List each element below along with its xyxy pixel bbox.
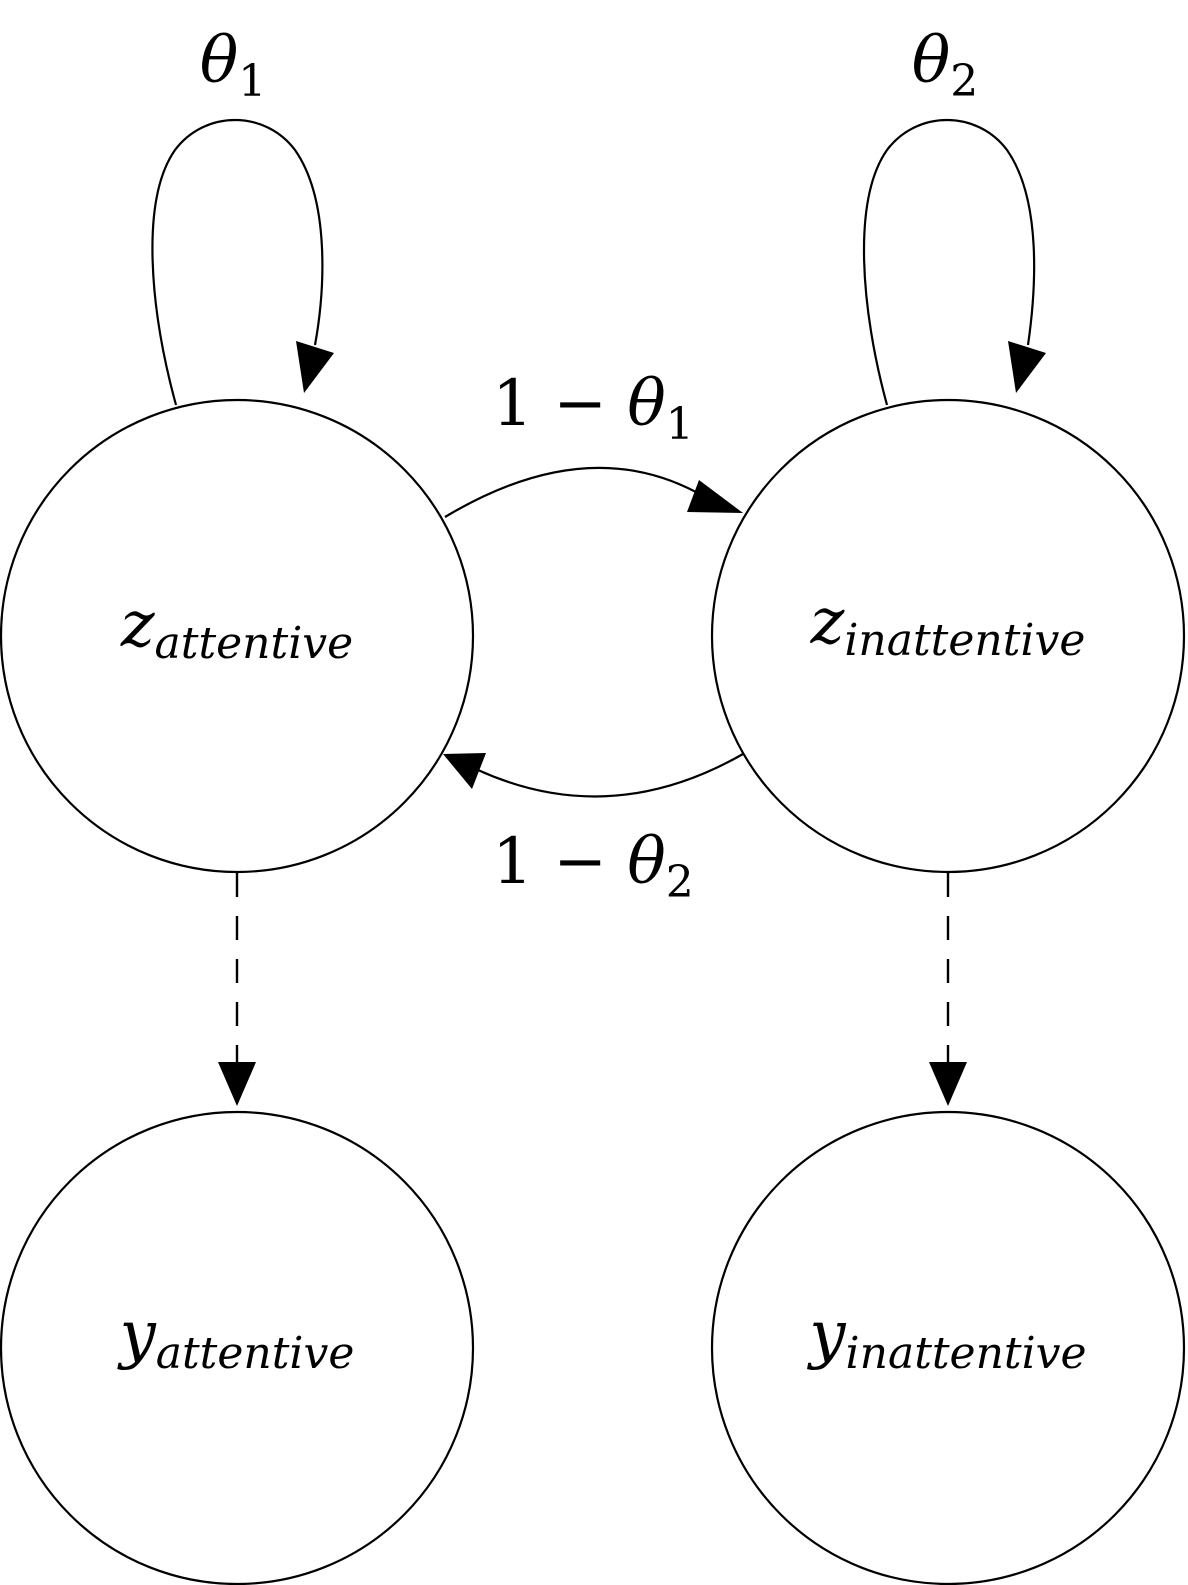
node-z-inattentive-circle xyxy=(710,398,1186,874)
label-self-loop-attentive-subscript: 1 xyxy=(238,56,266,107)
self-loop-inattentive-arrowhead xyxy=(1008,341,1046,393)
emission-inattentive-arrowhead xyxy=(929,1062,967,1106)
label-attentive-to-inattentive-subscript: 1 xyxy=(666,399,694,450)
self-loop-inattentive xyxy=(862,119,1046,406)
node-y-attentive-label: yattentive xyxy=(117,1298,355,1379)
node-z-attentive-label: zattentive xyxy=(120,588,353,669)
node-z-inattentive-subscript: inattentive xyxy=(844,615,1085,666)
label-self-loop-inattentive-subscript: 2 xyxy=(950,56,978,107)
label-self-loop-inattentive: θ2 xyxy=(912,24,979,107)
node-y-inattentive-circle xyxy=(710,1110,1186,1585)
node-y-inattentive-label: yinattentive xyxy=(806,1298,1086,1379)
edge-inattentive-to-attentive-curve xyxy=(477,753,744,798)
node-y-attentive-subscript: attentive xyxy=(156,1328,355,1379)
label-self-loop-attentive-symbol: θ xyxy=(200,24,239,98)
node-y-attentive-symbol: y xyxy=(117,1298,157,1372)
edge-inattentive-to-attentive xyxy=(443,753,744,798)
node-z-attentive-subscript: attentive xyxy=(155,618,354,669)
label-attentive-to-inattentive: 1 − θ1 xyxy=(492,367,694,450)
node-z-attentive-symbol: z xyxy=(120,588,156,662)
self-loop-inattentive-curve xyxy=(862,119,1036,406)
node-y-attentive: yattentive xyxy=(0,1110,475,1585)
edge-attentive-to-inattentive-curve xyxy=(444,466,706,518)
label-self-loop-inattentive-symbol: θ xyxy=(912,24,951,98)
node-y-attentive-circle xyxy=(0,1110,475,1585)
self-loop-attentive-curve xyxy=(151,119,324,406)
node-y-inattentive-subscript: inattentive xyxy=(846,1328,1087,1379)
label-inattentive-to-attentive-subscript: 2 xyxy=(666,857,694,908)
node-y-inattentive-symbol: y xyxy=(806,1298,846,1372)
emission-attentive-arrowhead xyxy=(218,1062,256,1106)
edge-attentive-to-inattentive-arrowhead xyxy=(687,480,743,513)
label-inattentive-to-attentive-symbol: θ xyxy=(627,825,666,899)
label-attentive-to-inattentive-symbol: θ xyxy=(627,367,666,441)
emission-inattentive xyxy=(929,873,967,1106)
self-loop-attentive xyxy=(151,119,334,406)
node-z-inattentive-symbol: z xyxy=(810,585,846,659)
node-z-attentive-circle xyxy=(0,398,475,874)
edge-inattentive-to-attentive-arrowhead xyxy=(443,753,486,789)
node-z-inattentive-label: zinattentive xyxy=(810,585,1086,666)
node-y-inattentive: yinattentive xyxy=(710,1110,1186,1585)
edge-attentive-to-inattentive xyxy=(444,466,743,518)
label-attentive-to-inattentive-prefix: 1 − xyxy=(492,367,627,441)
self-loop-attentive-arrowhead xyxy=(296,341,334,393)
emission-attentive xyxy=(218,873,256,1106)
label-inattentive-to-attentive-prefix: 1 − xyxy=(492,825,627,899)
node-z-attentive: zattentive xyxy=(0,398,475,874)
label-inattentive-to-attentive: 1 − θ2 xyxy=(492,825,694,908)
node-z-inattentive: zinattentive xyxy=(710,398,1186,874)
label-self-loop-attentive: θ1 xyxy=(200,24,267,107)
